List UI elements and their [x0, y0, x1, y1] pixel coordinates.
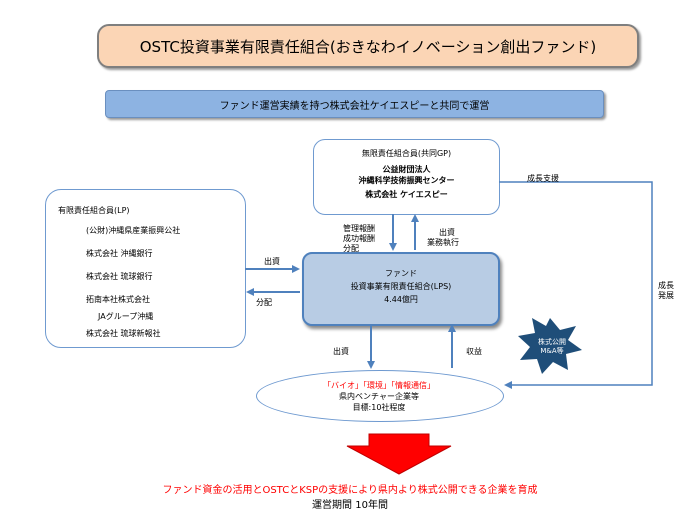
lp-member: (公財)沖縄県産業振興公社 [86, 226, 181, 235]
label-business-execution: 業務執行 [427, 238, 459, 247]
lp-member: JAグループ沖縄 [98, 312, 154, 321]
footer-period: 運営期間 10年間 [312, 500, 388, 511]
ipo-star-line1: 株式公開 [538, 338, 566, 346]
venture-line2: 県内ベンチャー企業等 [339, 392, 419, 401]
label-income: 収益 [466, 347, 482, 356]
label-development: 発展 [658, 291, 674, 300]
fund-box: ファンド 投資事業有限責任組合(LPS) 4.44億円 [302, 252, 500, 326]
label-success-fee: 成功報酬 [343, 234, 375, 243]
fund-type: 投資事業有限責任組合(LPS) [350, 282, 452, 291]
title-box: OSTC投資事業有限責任組合(おきなわイノベーション創出ファンド) [97, 24, 639, 68]
label-lp-investment: 出資 [264, 257, 280, 266]
title-text: OSTC投資事業有限責任組合(おきなわイノベーション創出ファンド) [139, 37, 597, 56]
gp-box: 無限責任組合員(共同GP) 公益財団法人 沖縄科学技術振興センター 株式会社 ケ… [313, 139, 500, 215]
growth-support-line [499, 181, 653, 389]
label-venture-investment: 出資 [333, 347, 349, 356]
label-growth: 成長 [658, 281, 674, 290]
venture-ellipse [256, 370, 504, 422]
gp-line1: 公益財団法人 [382, 165, 431, 174]
ipo-star-line2: M&A等 [540, 347, 564, 355]
fund-name: ファンド [385, 269, 417, 278]
lp-heading: 有限責任組合員(LP) [58, 206, 130, 215]
label-gp-distribution: 分配 [343, 244, 359, 253]
fund-amount: 4.44億円 [384, 295, 418, 304]
subtitle-box: ファンド運営実績を持つ株式会社ケイエスピーと共同で運営 [105, 90, 604, 118]
lp-member: 株式会社 琉球銀行 [86, 272, 153, 281]
lp-box: 有限責任組合員(LP) (公財)沖縄県産業振興公社 株式会社 沖縄銀行 株式会社… [45, 189, 246, 348]
footer-goal: ファンド資金の活用とOSTCとKSPの支援により県内より株式公開できる企業を育成 [162, 485, 538, 496]
label-lp-distribution: 分配 [256, 298, 272, 307]
label-growth-support: 成長支援 [527, 174, 559, 183]
lp-member: 拓南本社株式会社 [86, 295, 150, 304]
gp-line2: 沖縄科学技術振興センター [358, 176, 455, 185]
label-gp-investment: 出資 [439, 228, 455, 237]
label-mgmt-fee: 管理報酬 [343, 224, 375, 233]
gp-line3: 株式会社 ケイエスピー [365, 190, 448, 199]
ipo-star [518, 318, 582, 374]
red-down-arrow [346, 433, 452, 475]
venture-line3: 目標:10社程度 [352, 403, 406, 412]
lp-member: 株式会社 琉球新報社 [86, 329, 161, 338]
gp-heading: 無限責任組合員(共同GP) [361, 149, 452, 158]
lp-member: 株式会社 沖縄銀行 [86, 249, 153, 258]
venture-tags: 「バイオ」「環境」「情報通信」 [323, 381, 435, 390]
subtitle-text: ファンド運営実績を持つ株式会社ケイエスピーと共同で運営 [219, 100, 490, 112]
